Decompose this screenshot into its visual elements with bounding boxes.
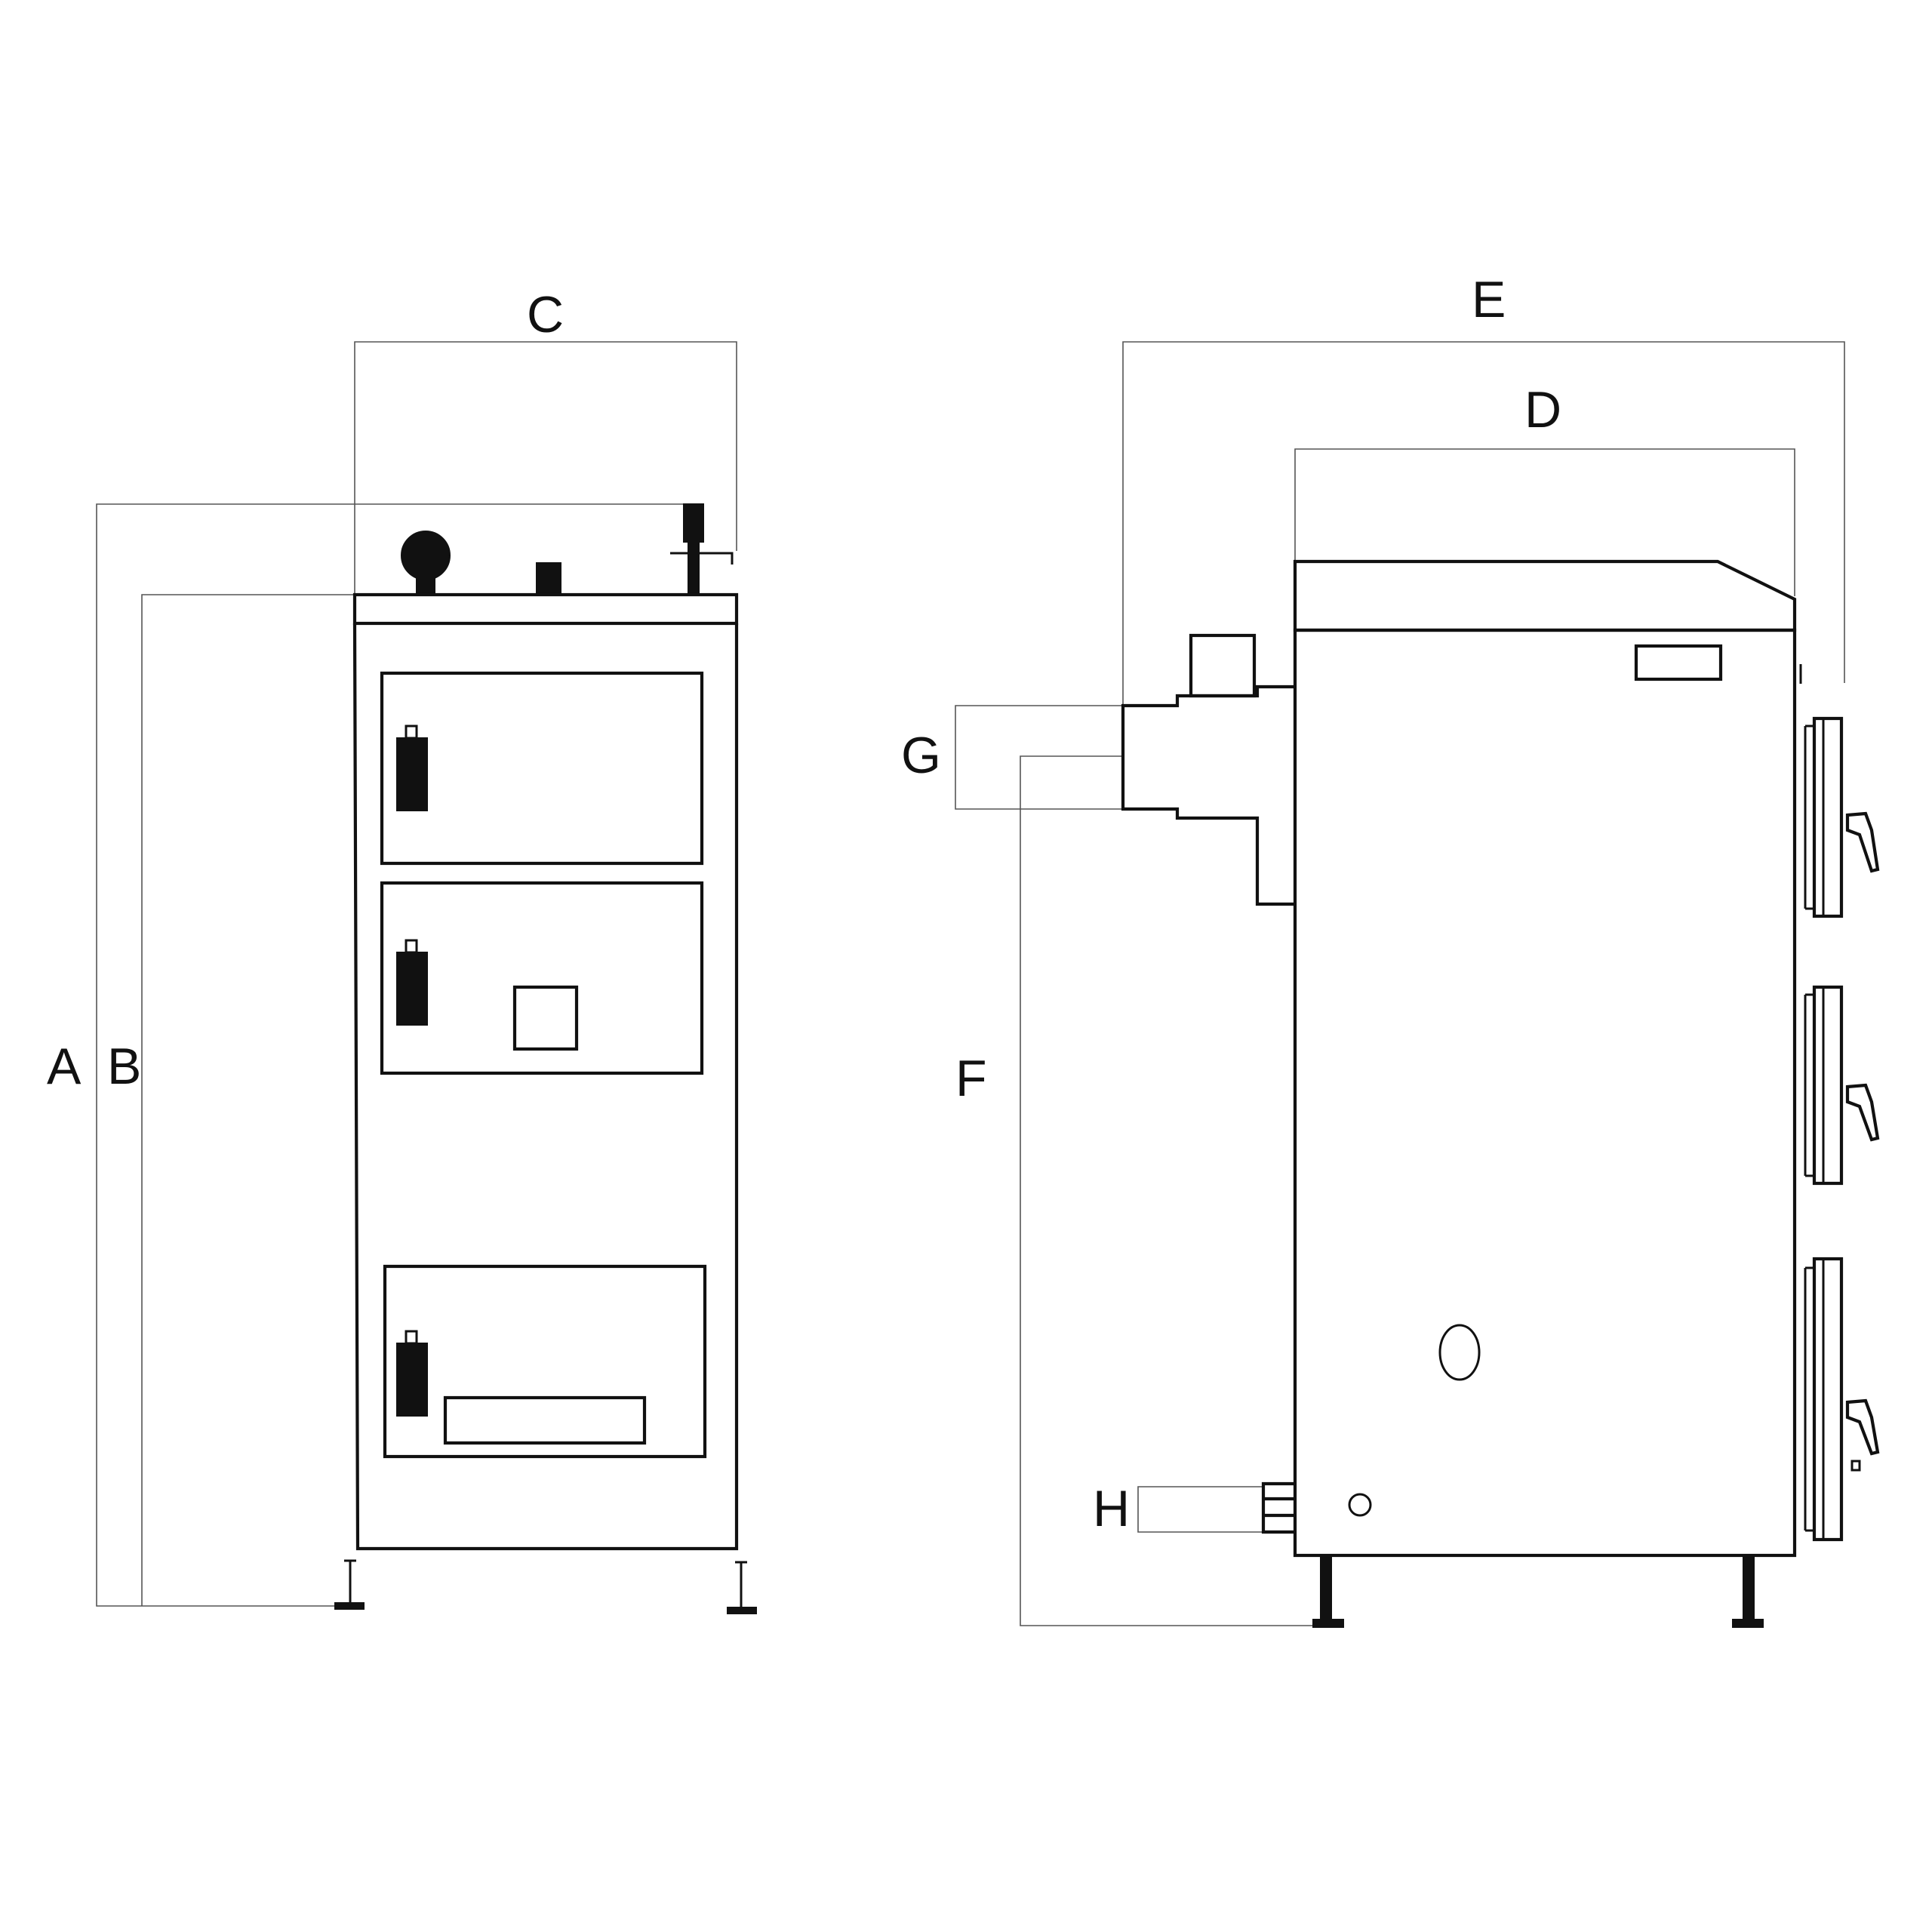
door-handle-middle [396,952,428,1026]
label-f: F [955,1050,987,1107]
door-handle-lower [396,1343,428,1417]
door-handle-top [396,737,428,811]
side-upper-door [1804,716,1880,918]
flue-outlet [1121,685,1295,906]
top-connector [536,562,561,595]
side-top-cover [1293,559,1797,632]
label-g: G [901,727,941,784]
dimension-line-a [96,503,694,1607]
return-pipe-connector [1261,1481,1295,1534]
upper-door-handle-icon [1845,811,1880,873]
label-d: D [1524,381,1561,438]
air-damper-slot [443,1395,647,1445]
label-b: B [107,1038,141,1095]
label-c: C [527,286,564,343]
dimension-line-c [354,341,737,595]
front-right-foot [727,1607,757,1614]
side-view: E D G F H [901,271,1880,1628]
lower-door-latch [1850,1460,1861,1472]
door-handle-top-knob [405,724,418,740]
drain-valve [1348,1493,1372,1517]
label-h: H [1093,1480,1130,1537]
dimension-line-h [1137,1486,1263,1533]
middle-door-handle-icon [1845,1083,1880,1142]
front-lower-door [383,1264,707,1459]
front-left-foot [334,1602,365,1610]
flue-sensor-box [1189,633,1257,698]
valve-body [683,503,704,543]
side-body [1293,628,1797,1558]
inspection-window [512,985,579,1051]
dimension-line-g [955,705,1123,810]
dimension-line-f [1020,755,1328,1626]
front-view: A B C [47,286,757,1614]
dimension-line-b [141,594,355,1606]
label-a: A [47,1038,82,1095]
side-rear-foot [1732,1619,1764,1628]
side-middle-door [1804,985,1880,1186]
dimension-line-d [1294,448,1795,596]
gauge-stem [416,573,435,595]
valve-lever [670,552,734,565]
valve-stem [688,541,700,595]
side-front-foot [1312,1619,1344,1628]
label-e: E [1472,271,1506,328]
dimension-line-e [1122,341,1845,706]
door-handle-lower-knob [405,1330,418,1345]
front-top-cover [352,592,739,626]
front-middle-door [380,881,704,1075]
side-lower-door [1804,1257,1880,1542]
cleanout-port [1438,1324,1481,1381]
front-body-outline [352,623,739,1551]
lower-door-handle-icon [1845,1398,1880,1456]
pressure-gauge-icon [401,531,451,580]
front-upper-door [380,671,704,866]
side-rear-leg [1743,1557,1755,1620]
nameplate [1634,644,1723,681]
door-handle-middle-knob [405,939,418,954]
side-front-leg [1320,1557,1332,1620]
